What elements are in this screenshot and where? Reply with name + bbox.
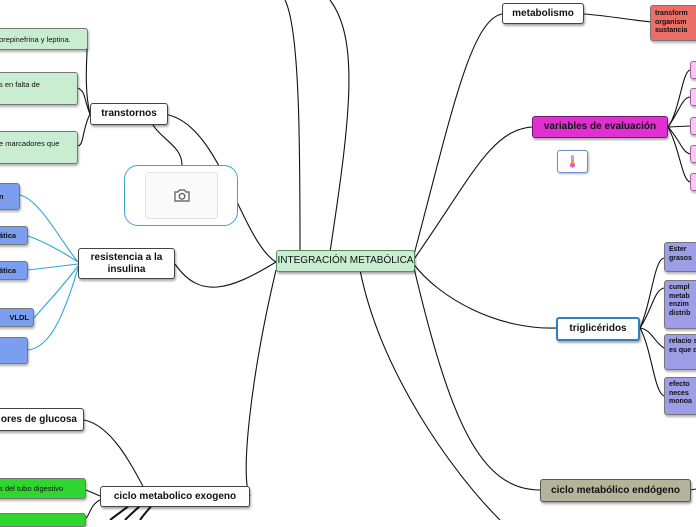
glucosa-node[interactable]: ores de glucosa [0, 408, 84, 431]
variables-leaf-4[interactable] [690, 145, 696, 163]
thermometer-icon [569, 155, 576, 168]
metabolismo-node[interactable]: metabolismo [502, 3, 584, 24]
variables-node[interactable]: variables de evaluación [532, 116, 668, 138]
resistencia-leaf-3[interactable]: ática [0, 261, 28, 280]
endogeno-node[interactable]: ciclo metabólico endógeno [540, 479, 691, 502]
resistencia-node[interactable]: resistencia a la insulina [78, 248, 175, 279]
variables-leaf-3[interactable] [690, 117, 696, 135]
trigliceridos-node[interactable]: triglicéridos [556, 317, 640, 341]
variables-leaf-2[interactable] [690, 88, 696, 106]
image-frame [145, 172, 218, 219]
resistencia-leaf-4[interactable]: VLDL [0, 308, 34, 327]
exogeno-leaf-1[interactable]: s del tubo digestivo [0, 478, 86, 499]
transtornos-leaf-2[interactable]: s en falta de [0, 72, 78, 105]
transtornos-leaf-3[interactable]: e marcadores que [0, 131, 78, 164]
variables-attachment[interactable] [557, 150, 588, 173]
variables-leaf-5[interactable] [690, 173, 696, 191]
resistencia-leaf-2[interactable]: ática [0, 226, 28, 245]
exogeno-node[interactable]: ciclo metabolico exogeno [100, 486, 250, 507]
image-placeholder[interactable] [124, 165, 238, 226]
resistencia-leaf-5[interactable] [0, 337, 28, 364]
exogeno-leaf-2[interactable] [0, 513, 86, 527]
resistencia-leaf-1[interactable]: n [0, 183, 20, 210]
variables-leaf-1[interactable] [690, 61, 696, 79]
trigliceridos-leaf-2[interactable]: cumpl metab enzim distrib [664, 280, 696, 329]
trigliceridos-leaf-4[interactable]: efecto neces monoa [664, 377, 696, 415]
trigliceridos-leaf-1[interactable]: Ester grasos [664, 242, 696, 272]
trigliceridos-leaf-3[interactable]: relacio ser es que de [664, 334, 696, 370]
metabolismo-leaf[interactable]: transform organism sustancia [650, 5, 696, 41]
camera-icon [174, 189, 190, 202]
central-topic[interactable]: INTEGRACIÓN METABÓLICA [276, 250, 415, 272]
transtornos-node[interactable]: transtornos [90, 103, 168, 125]
transtornos-leaf-1[interactable]: orepinefrina y leptina. [0, 28, 88, 50]
